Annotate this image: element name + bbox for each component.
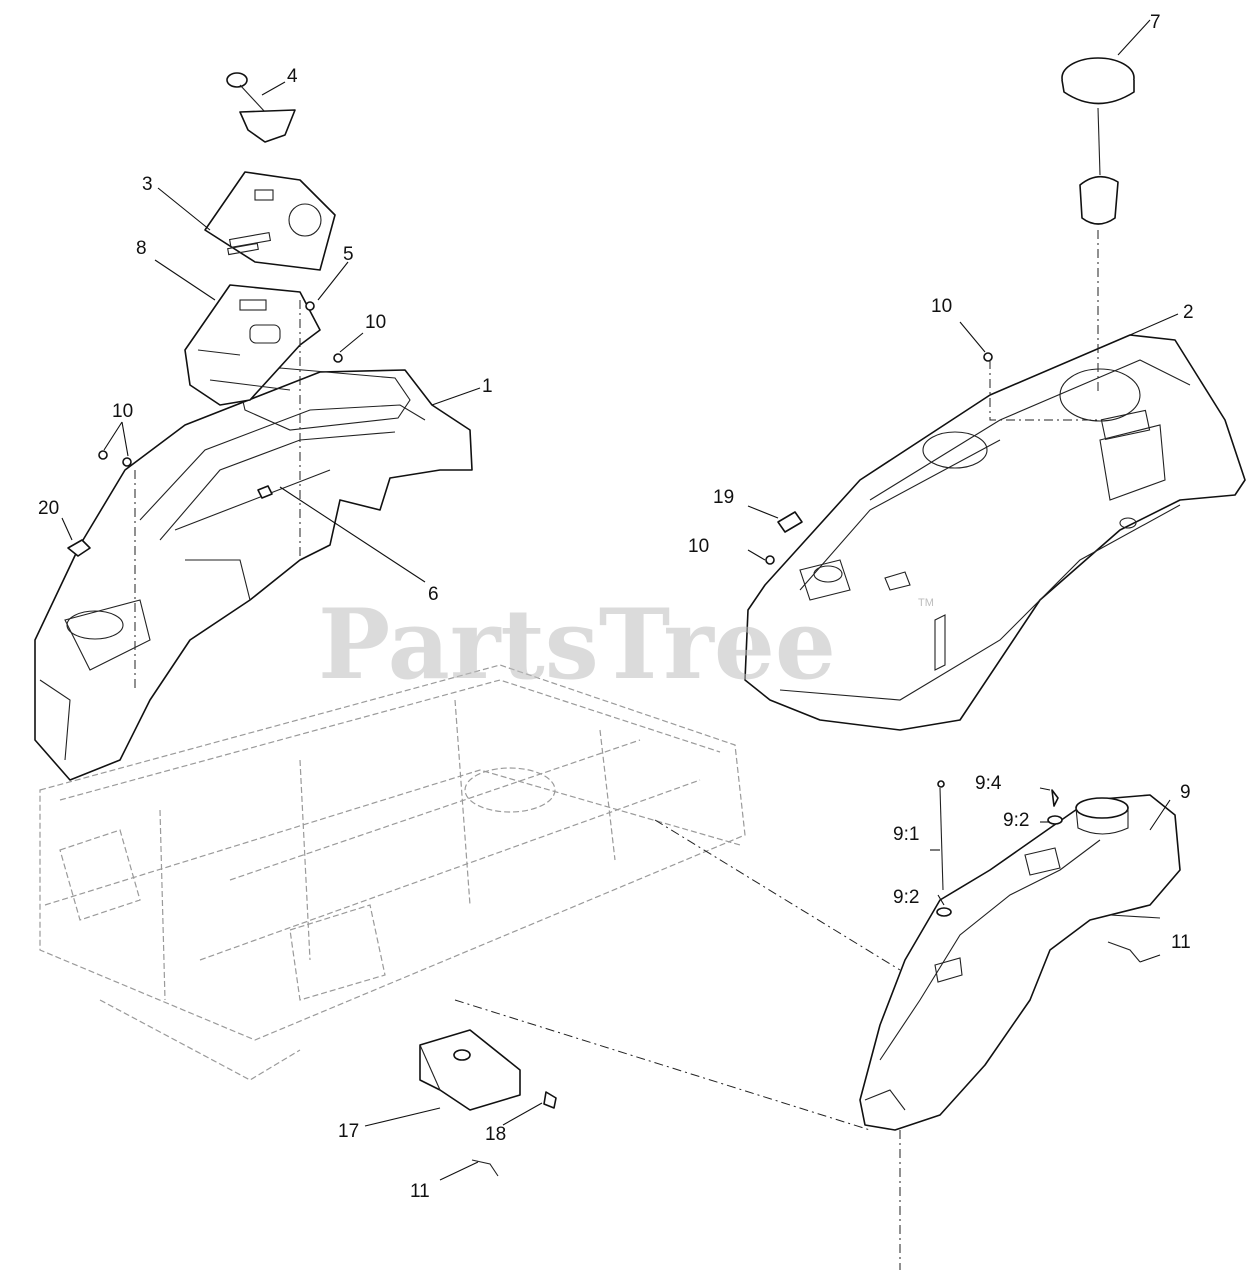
callout-10-b: 10 xyxy=(112,401,133,422)
callout-5: 5 xyxy=(343,244,354,265)
bolt xyxy=(543,1091,557,1109)
watermark-text: PartsTree xyxy=(318,588,836,701)
tank-bracket xyxy=(419,1029,521,1111)
watermark: PartsTree TM xyxy=(318,588,934,701)
callout-8: 8 xyxy=(136,238,147,259)
callout-9: 9 xyxy=(1180,782,1191,803)
callout-9-1: 9:1 xyxy=(893,824,919,845)
callout-9-2-upper: 9:2 xyxy=(1003,810,1029,831)
assembly-lines xyxy=(134,230,1099,1270)
callout-11-right: 11 xyxy=(1171,932,1191,953)
small-hardware xyxy=(67,301,993,565)
callout-6: 6 xyxy=(428,584,439,605)
callout-10-d: 10 xyxy=(688,536,709,557)
callout-9-4: 9:4 xyxy=(975,773,1002,794)
throttle-lever xyxy=(226,72,296,143)
fuel-gauge-rod xyxy=(937,780,945,891)
callout-10-c: 10 xyxy=(931,296,952,317)
leader-lines xyxy=(61,19,1179,1181)
callout-17: 17 xyxy=(338,1121,359,1142)
callout-7: 7 xyxy=(1150,12,1161,33)
watermark-trademark: TM xyxy=(918,597,934,609)
callout-11-left: 11 xyxy=(410,1181,430,1202)
callout-19: 19 xyxy=(713,487,734,508)
callout-3: 3 xyxy=(142,174,153,195)
fuel-cap xyxy=(1061,57,1135,225)
callout-2: 2 xyxy=(1183,302,1194,323)
callout-4: 4 xyxy=(287,66,298,87)
control-panel-plate xyxy=(204,171,336,271)
callout-18: 18 xyxy=(485,1124,506,1145)
callout-9-2-lower: 9:2 xyxy=(893,887,919,908)
callout-1: 1 xyxy=(482,376,493,397)
chassis-frame xyxy=(39,664,746,1081)
spring-clips xyxy=(471,941,1141,1177)
callouts: 1 2 3 4 5 6 7 8 9 9:1 9:2 9:2 9:4 10 10 … xyxy=(38,12,1194,1202)
left-fender xyxy=(34,367,473,781)
callout-20: 20 xyxy=(38,498,59,519)
callout-10-a: 10 xyxy=(365,312,386,333)
grommets xyxy=(936,789,1063,917)
fuel-tank xyxy=(859,794,1181,1131)
